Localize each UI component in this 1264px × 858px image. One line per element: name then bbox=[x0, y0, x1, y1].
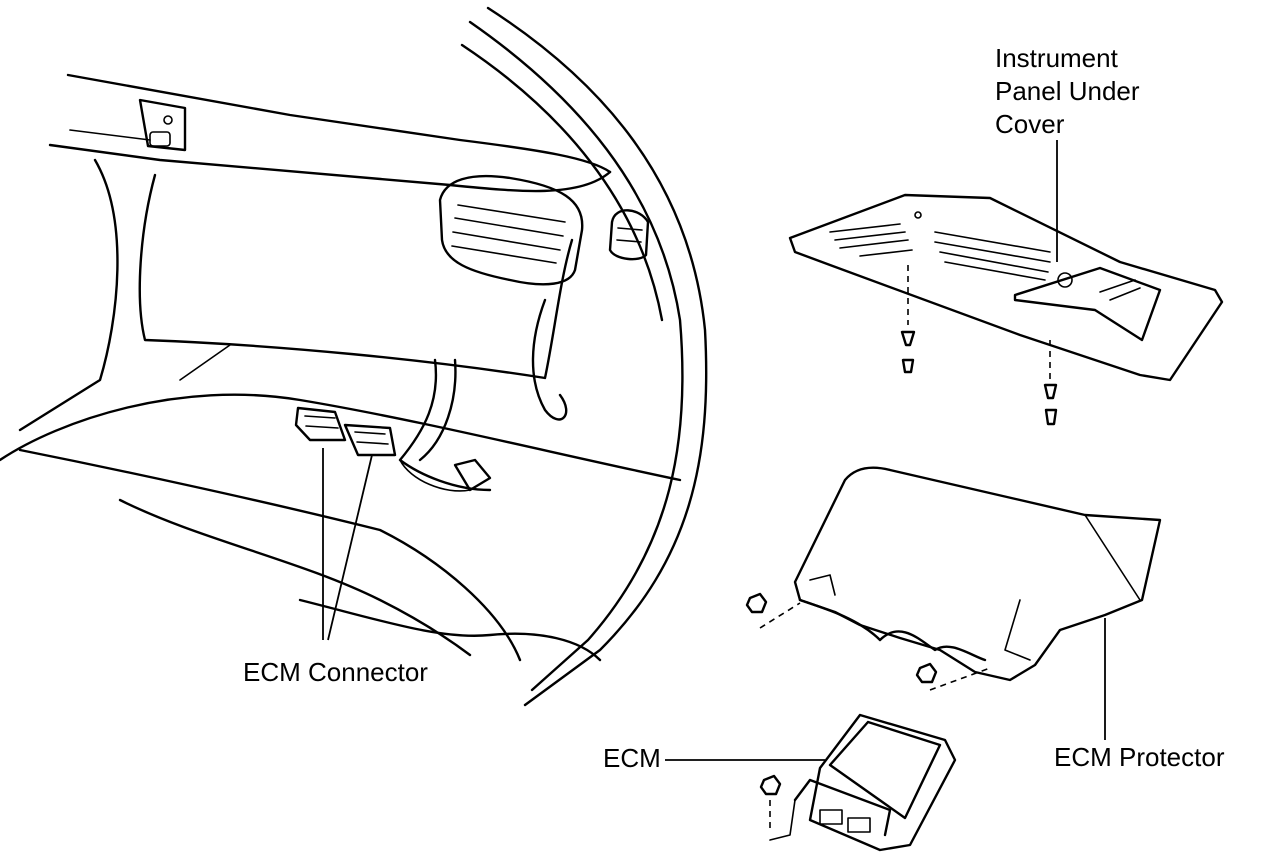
ecm-connector-drawing bbox=[294, 406, 397, 457]
label-line-2: Panel Under bbox=[995, 76, 1140, 106]
label-line-3: Cover bbox=[995, 109, 1065, 139]
label-ecm-protector: ECM Protector bbox=[1054, 742, 1225, 772]
label-line-1: Instrument bbox=[995, 43, 1118, 73]
label-ecm: ECM bbox=[603, 743, 661, 773]
dashboard-drawing bbox=[0, 6, 708, 707]
ecm-protector-drawing bbox=[745, 466, 1162, 691]
label-instrument-panel-under-cover: Instrument Panel Under Cover bbox=[995, 42, 1140, 141]
instrument-panel-under-cover-drawing bbox=[788, 193, 1224, 426]
ecm-drawing bbox=[759, 713, 957, 852]
leader-line-ecm-connector-2 bbox=[327, 454, 373, 641]
label-ecm-connector: ECM Connector bbox=[243, 657, 428, 687]
